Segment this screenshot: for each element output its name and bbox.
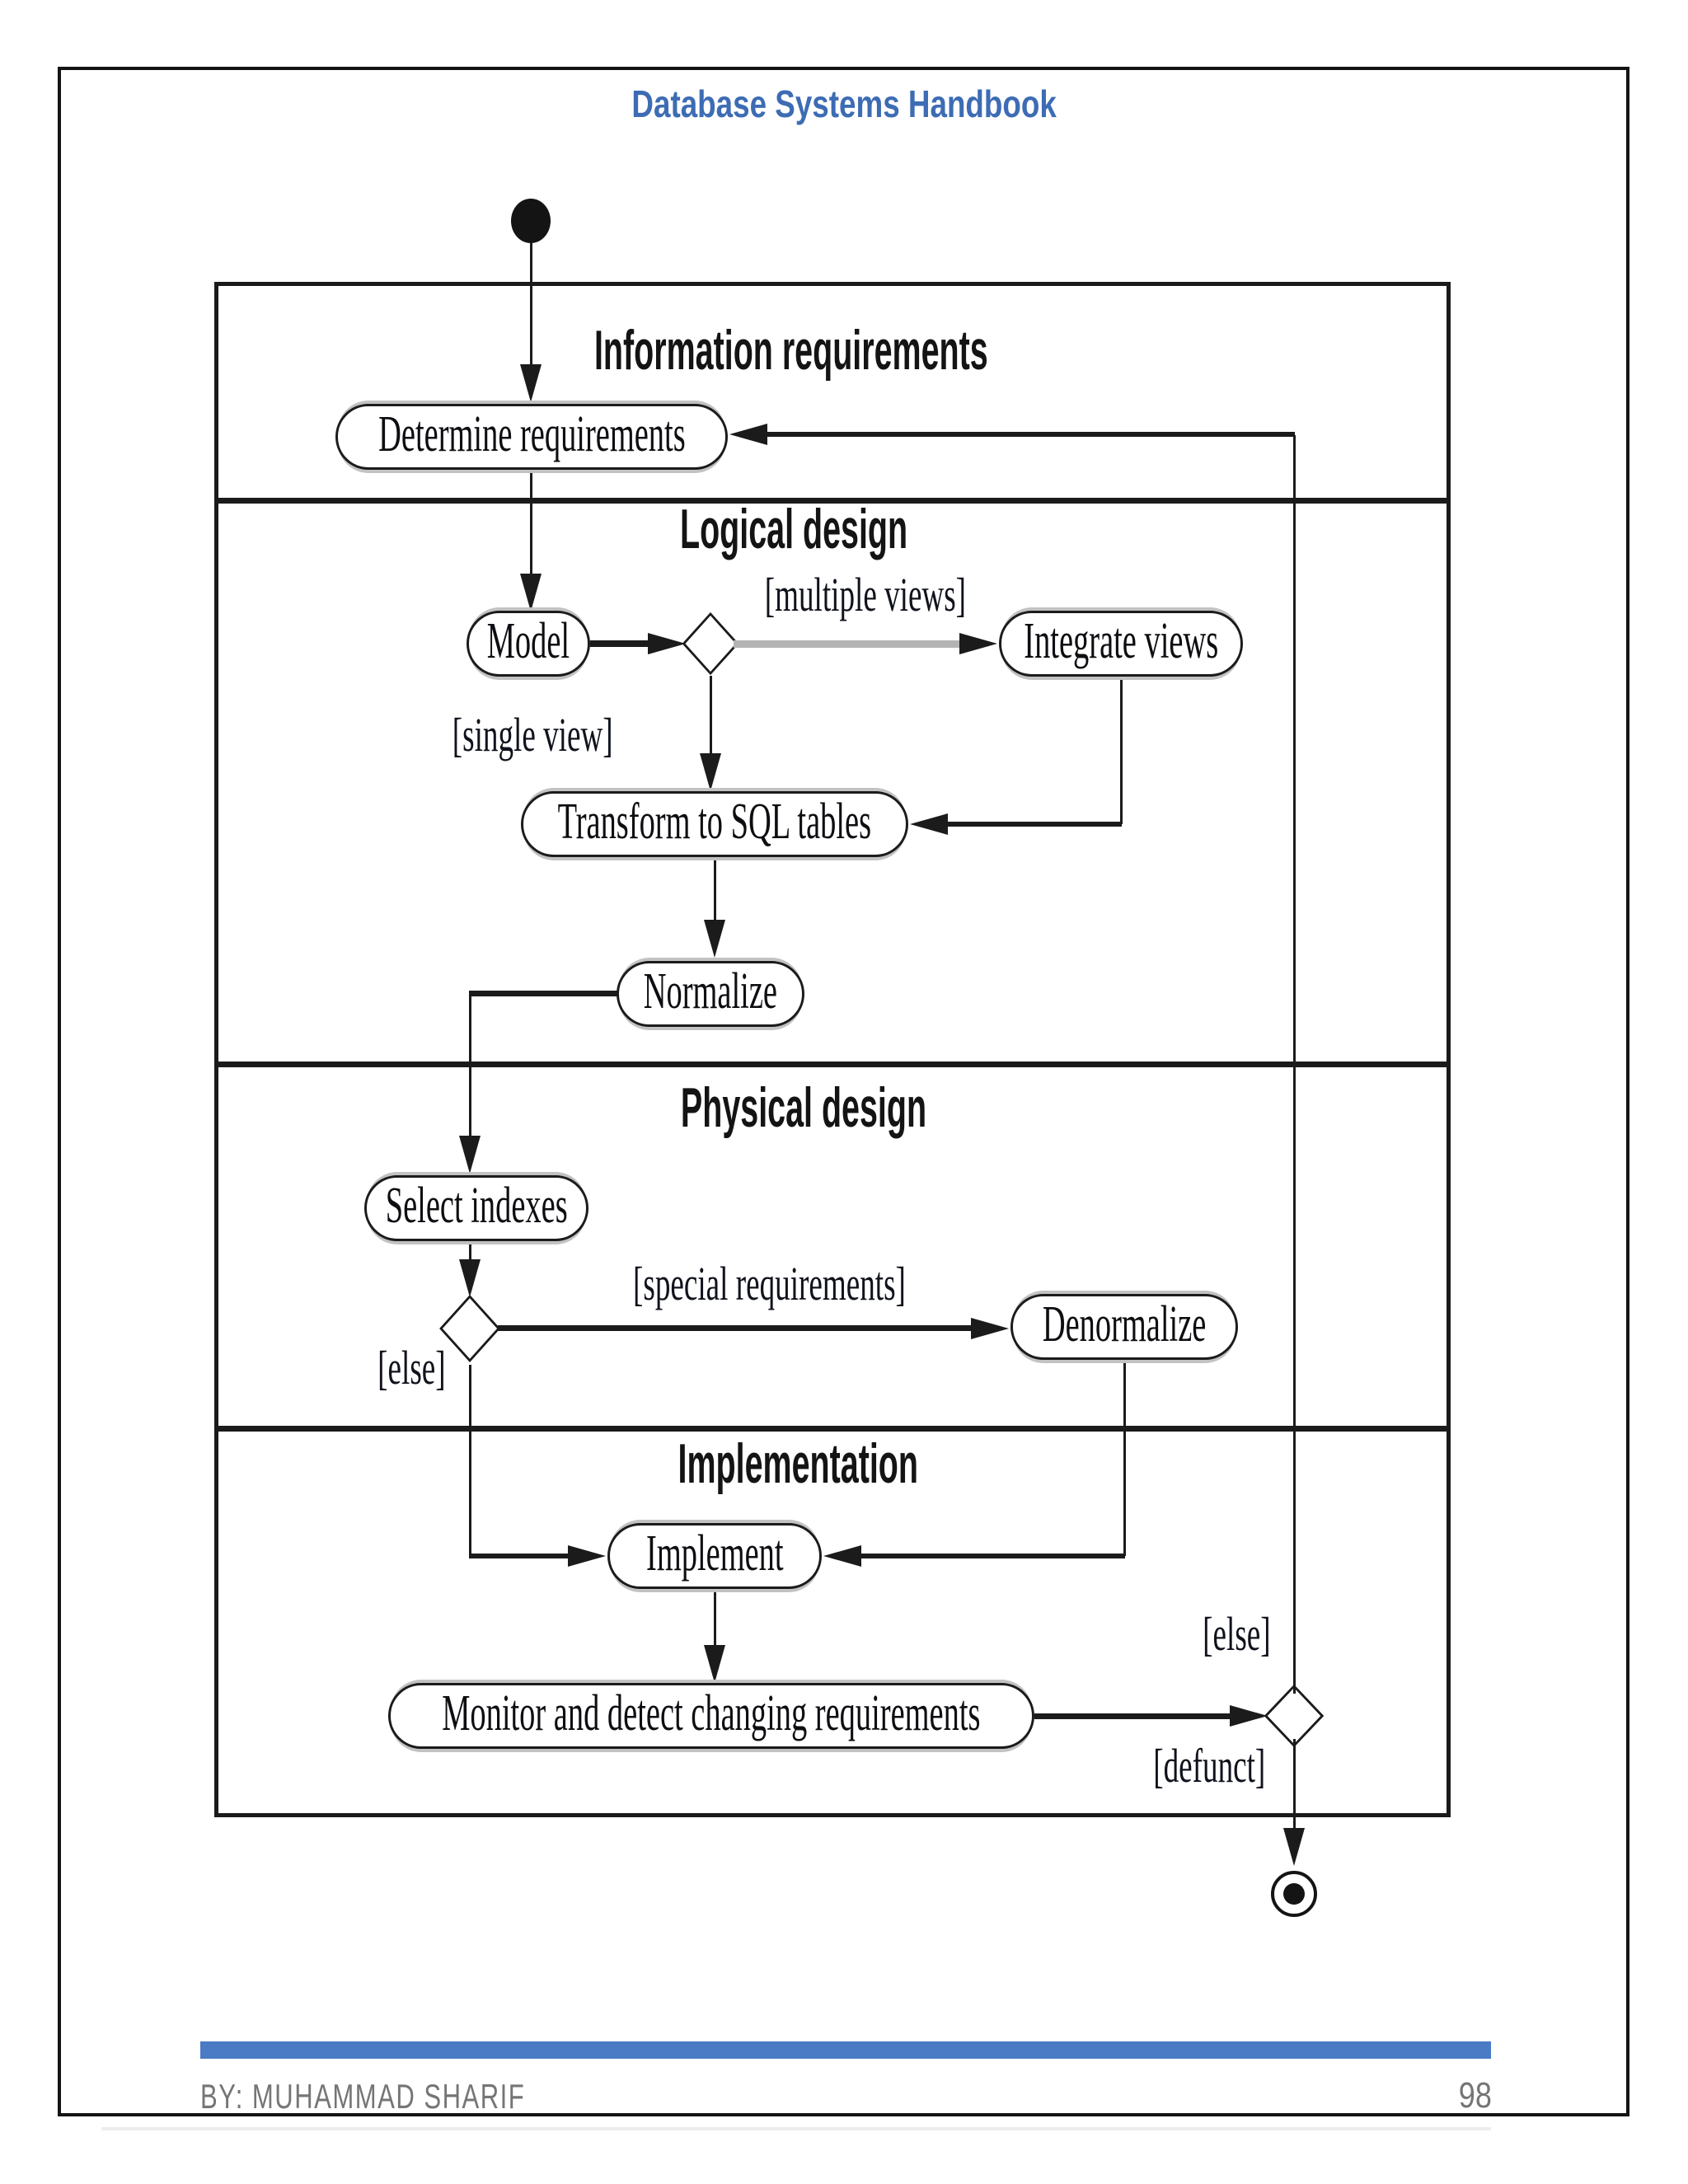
edge-integrate-to-transform: [946, 822, 1122, 827]
activity-transform-to-sql-tables: Transform to SQL tables: [521, 791, 908, 857]
arrowhead-into-monitor: [704, 1645, 725, 1683]
band-separator-2: [214, 1062, 1451, 1067]
guard-special-requirements: [special requirements]: [632, 1257, 906, 1310]
initial-state-node: [511, 199, 551, 243]
edge-initial-to-determine: [530, 243, 532, 364]
final-state-inner-dot: [1283, 1883, 1305, 1905]
edge-implement-to-monitor: [714, 1589, 716, 1645]
arrowhead-into-determine-right: [729, 424, 767, 445]
edge-denormalize-down: [1123, 1360, 1126, 1556]
edge-determine-to-model: [530, 470, 532, 574]
arrowhead-into-normalize: [704, 920, 725, 958]
arrowhead-into-diamond3: [1230, 1705, 1268, 1727]
footer-page-number: 98: [1458, 2075, 1492, 2116]
edge-model-to-diamond: [590, 640, 651, 647]
activity-integrate-views: Integrate views: [999, 611, 1243, 677]
edge-else-to-implement: [469, 1554, 571, 1558]
edge-diamond-to-integrate: [734, 640, 961, 648]
edge-transform-to-normalize: [714, 857, 716, 920]
activity-implement: Implement: [607, 1523, 822, 1589]
edge-select-to-diamond: [469, 1241, 471, 1259]
arrowhead-into-final: [1283, 1828, 1305, 1866]
arrowhead-into-transform-top: [700, 753, 721, 791]
band-title-implementation: Implementation: [678, 1432, 918, 1495]
edge-denormalize-to-implement: [861, 1554, 1125, 1558]
edge-defunct-to-final: [1293, 1739, 1296, 1828]
band-title-logical-design: Logical design: [679, 498, 908, 560]
activity-normalize: Normalize: [617, 961, 804, 1027]
guard-defunct: [defunct]: [1152, 1739, 1266, 1793]
band-separator-1: [214, 498, 1451, 504]
edge-else-down: [469, 1365, 471, 1556]
edge-diamond-to-transform: [710, 676, 712, 753]
arrowhead-into-determine: [520, 364, 542, 402]
edge-diamond-to-denormalize: [498, 1325, 973, 1331]
page-border: [58, 67, 1629, 2116]
guard-else-monitor: [else]: [1202, 1607, 1271, 1661]
edge-normalize-elbow: [469, 991, 618, 996]
activity-model: Model: [467, 611, 590, 677]
band-title-physical-design: Physical design: [680, 1076, 927, 1139]
footer-author: BY: MUHAMMAD SHARIF: [200, 2077, 526, 2116]
document-header: Database Systems Handbook: [0, 82, 1688, 126]
edge-feedback-to-determine: [766, 432, 1295, 437]
page-bottom-edge: [101, 2127, 1491, 2130]
swimlane-frame: [214, 282, 1451, 1817]
arrowhead-into-select: [459, 1136, 481, 1174]
band-separator-3: [214, 1426, 1451, 1432]
activity-select-indexes: Select indexes: [364, 1175, 588, 1241]
guard-else-physical: [else]: [377, 1341, 446, 1394]
arrowhead-into-transform-right: [910, 813, 948, 835]
arrowhead-into-diamond2: [459, 1259, 481, 1297]
activity-determine-requirements: Determine requirements: [335, 404, 728, 470]
footer-accent-bar: [200, 2041, 1491, 2059]
guard-single-view: [single view]: [452, 708, 613, 762]
activity-monitor-requirements: Monitor and detect changing requirements: [388, 1683, 1034, 1749]
arrowhead-into-implement-left: [568, 1545, 606, 1567]
edge-monitor-to-diamond: [1034, 1713, 1230, 1719]
edge-integrate-down: [1120, 677, 1123, 824]
band-title-information-requirements: Information requirements: [594, 319, 988, 382]
edge-feedback-up: [1293, 435, 1296, 1694]
arrowhead-into-integrate: [959, 633, 997, 654]
edge-normalize-to-select: [469, 994, 471, 1136]
final-state-node: [1271, 1871, 1317, 1917]
arrowhead-into-denormalize: [971, 1318, 1009, 1339]
activity-denormalize: Denormalize: [1010, 1294, 1238, 1360]
guard-multiple-views: [multiple views]: [764, 568, 967, 621]
arrowhead-into-model: [520, 574, 542, 612]
arrowhead-into-implement-right: [823, 1545, 861, 1567]
document-title: Database Systems Handbook: [631, 82, 1057, 125]
arrowhead-into-diamond1: [648, 633, 686, 654]
